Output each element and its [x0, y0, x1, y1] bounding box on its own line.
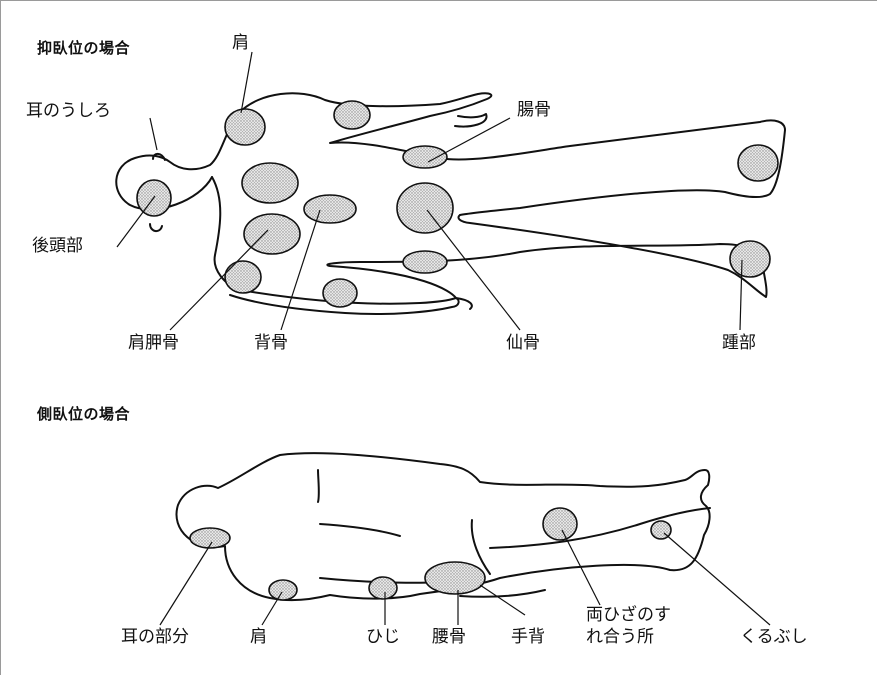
spot-lateral-elbow	[369, 577, 397, 599]
lateral-pressure-spots	[190, 508, 671, 600]
spot-supine-heel-lower	[730, 241, 770, 277]
label-hand-back: 手背	[511, 627, 545, 647]
spot-lateral-shoulder	[269, 580, 297, 600]
spot-supine-shoulder-lower	[225, 261, 261, 293]
lateral-leg-line	[490, 508, 710, 548]
lateral-arm-line	[320, 524, 400, 536]
label-supine-shoulder: 肩	[232, 33, 249, 53]
label-lateral-shoulder: 肩	[250, 627, 267, 647]
spot-supine-upper-back	[242, 163, 298, 203]
spot-supine-heel-upper	[738, 145, 778, 181]
spot-supine-lower-arm	[323, 279, 357, 307]
supine-upper-hand	[455, 114, 487, 127]
lateral-back-line	[318, 470, 319, 502]
spot-supine-sacrum	[397, 183, 453, 233]
label-scapula: 肩胛骨	[128, 333, 179, 353]
spot-lateral-knee	[543, 508, 577, 540]
label-knees-line1: 両ひざのす	[586, 605, 671, 625]
leader-ilium	[428, 118, 510, 162]
supine-ear-bottom	[150, 224, 162, 231]
spot-supine-spine	[304, 195, 356, 223]
label-lateral-ear: 耳の部分	[121, 627, 189, 647]
spot-supine-upper-arm	[334, 101, 370, 129]
leader-ear-behind	[150, 118, 157, 150]
label-heel: 踵部	[722, 333, 756, 353]
spot-supine-shoulder	[225, 109, 265, 145]
label-knees-line2: れ合う所	[586, 627, 654, 647]
spot-supine-ilium-bottom	[403, 251, 447, 273]
label-ilium: 腸骨	[517, 100, 551, 120]
label-sacrum: 仙骨	[506, 333, 540, 353]
label-ankle: くるぶし	[740, 627, 808, 647]
label-occiput: 後頭部	[32, 236, 83, 256]
leader-hand-back	[480, 585, 525, 615]
label-elbow: ひじ	[366, 627, 400, 647]
supine-section-title: 抑臥位の場合	[37, 37, 130, 58]
lateral-section-title: 側臥位の場合	[37, 403, 130, 424]
label-hip: 腰骨	[432, 627, 466, 647]
leader-ankle	[664, 533, 770, 625]
leader-occiput	[117, 196, 155, 247]
leader-ear	[160, 542, 212, 625]
spot-lateral-hip	[425, 562, 485, 594]
label-ear-behind: 耳のうしろ	[26, 101, 111, 121]
spot-supine-scapula	[244, 214, 300, 254]
spot-supine-ilium-top	[403, 146, 447, 168]
label-spine: 背骨	[254, 333, 288, 353]
